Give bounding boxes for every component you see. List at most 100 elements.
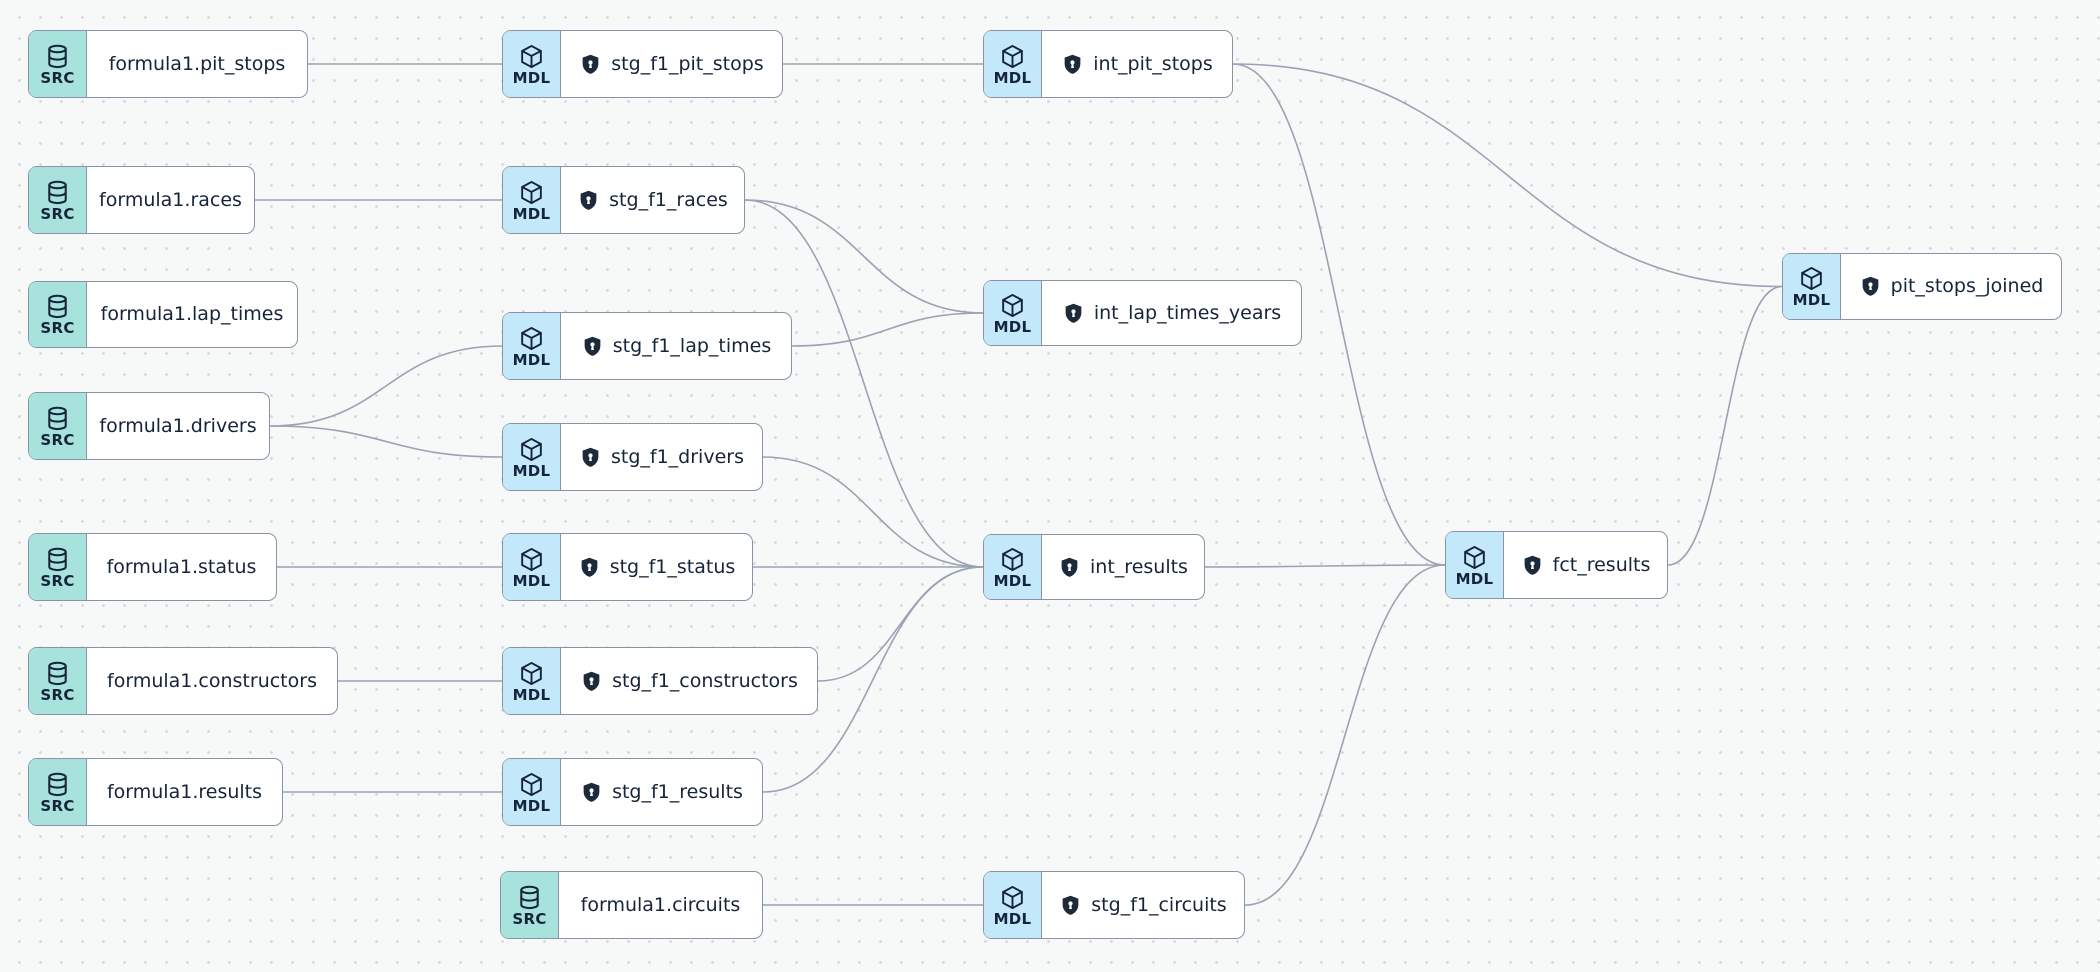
node-label: formula1.results [106,780,263,803]
node-label: int_pit_stops [1093,52,1213,75]
node-formula1.constructors[interactable]: SRC formula1.constructors [28,647,338,715]
shield-lock-icon [1059,894,1082,917]
badge-label: SRC [40,571,75,590]
node-label-area: formula1.status [87,534,276,600]
node-pit_stops_joined[interactable]: MDL pit_stops_joined [1782,253,2062,320]
database-icon [44,405,71,432]
node-label: stg_f1_drivers [611,445,744,468]
model-badge: MDL [503,534,561,600]
node-label-area: pit_stops_joined [1841,254,2061,319]
database-icon [44,660,71,687]
node-formula1.circuits[interactable]: SRC formula1.circuits [500,871,763,939]
shield-lock-icon [579,446,602,469]
model-badge: MDL [503,759,561,825]
badge-label: MDL [993,68,1032,87]
cube-icon [518,179,545,206]
edge-stg_lap_times-to-int_lap_times_years [791,312,984,347]
node-label: stg_f1_results [612,780,743,803]
node-label-area: formula1.lap_times [87,282,297,347]
node-label-area: stg_f1_results [561,759,762,825]
edge-int_pit_stops-to-pit_stops_joined [1232,63,1783,288]
node-label: formula1.races [99,188,242,211]
node-int_lap_times_years[interactable]: MDL int_lap_times_years [983,280,1302,346]
node-int_pit_stops[interactable]: MDL int_pit_stops [983,30,1233,98]
node-stg_f1_results[interactable]: MDL stg_f1_results [502,758,763,826]
node-label-area: stg_f1_drivers [561,424,762,490]
node-stg_f1_races[interactable]: MDL stg_f1_races [502,166,745,234]
node-label: formula1.lap_times [100,303,284,325]
badge-label: MDL [512,685,551,704]
node-label: stg_f1_races [609,188,728,211]
model-badge: MDL [984,31,1042,97]
node-label-area: int_pit_stops [1042,31,1232,97]
node-label-area: formula1.circuits [559,872,762,938]
source-badge: SRC [501,872,559,938]
badge-label: MDL [1792,291,1831,309]
badge-label: SRC [40,68,75,87]
model-badge: MDL [984,281,1042,345]
badge-label: MDL [512,204,551,223]
cube-icon [518,546,545,573]
node-stg_f1_drivers[interactable]: MDL stg_f1_drivers [502,423,763,491]
model-badge: MDL [503,424,561,490]
node-label-area: stg_f1_circuits [1042,872,1244,938]
edge-stg_constructors-to-int_results [817,566,984,682]
node-label-area: stg_f1_races [561,167,744,233]
source-badge: SRC [29,31,87,97]
edge-fct_results-to-pit_stops_joined [1667,285,1783,566]
badge-label: MDL [512,796,551,815]
node-label-area: int_results [1042,535,1204,599]
edge-int_results-to-fct_results [1204,564,1446,568]
node-formula1.races[interactable]: SRC formula1.races [28,166,255,234]
node-label: formula1.constructors [107,669,317,692]
shield-lock-icon [581,335,604,358]
node-stg_f1_lap_times[interactable]: MDL stg_f1_lap_times [502,312,792,380]
node-label-area: formula1.results [87,759,282,825]
node-formula1.status[interactable]: SRC formula1.status [28,533,277,601]
database-icon [44,179,71,206]
edge-int_pit_stops-to-fct_results [1232,63,1446,566]
node-label-area: stg_f1_lap_times [561,313,791,379]
node-label-area: formula1.constructors [87,648,337,714]
badge-label: MDL [512,68,551,87]
node-label: fct_results [1552,553,1651,576]
node-label: int_results [1090,555,1188,578]
shield-lock-icon [579,53,602,76]
cube-icon [518,660,545,687]
source-badge: SRC [29,167,87,233]
node-label-area: formula1.races [87,167,254,233]
badge-label: MDL [993,571,1032,590]
model-badge: MDL [1783,254,1841,319]
shield-lock-icon [578,556,601,579]
node-int_results[interactable]: MDL int_results [983,534,1205,600]
database-icon [44,293,71,320]
node-label: formula1.drivers [99,414,257,437]
node-formula1.lap_times[interactable]: SRC formula1.lap_times [28,281,298,348]
badge-label: SRC [40,319,75,337]
edge-src_drivers-to-stg_lap_times [269,345,503,427]
node-formula1.drivers[interactable]: SRC formula1.drivers [28,392,270,460]
shield-lock-icon [1521,554,1544,577]
badge-label: MDL [512,350,551,369]
node-stg_f1_circuits[interactable]: MDL stg_f1_circuits [983,871,1245,939]
source-badge: SRC [29,648,87,714]
node-label: int_lap_times_years [1093,301,1282,324]
node-label-area: fct_results [1504,532,1667,598]
shield-lock-icon [1062,302,1085,325]
edge-stg_drivers-to-int_results [762,456,984,568]
shield-lock-icon [1061,53,1084,76]
badge-label: SRC [512,909,547,928]
badge-label: SRC [40,430,75,449]
cube-icon [999,292,1026,319]
badge-label: SRC [40,204,75,223]
badge-label: MDL [993,909,1032,928]
database-icon [516,884,543,911]
edge-stg_races-to-int_lap_times_years [744,199,984,314]
